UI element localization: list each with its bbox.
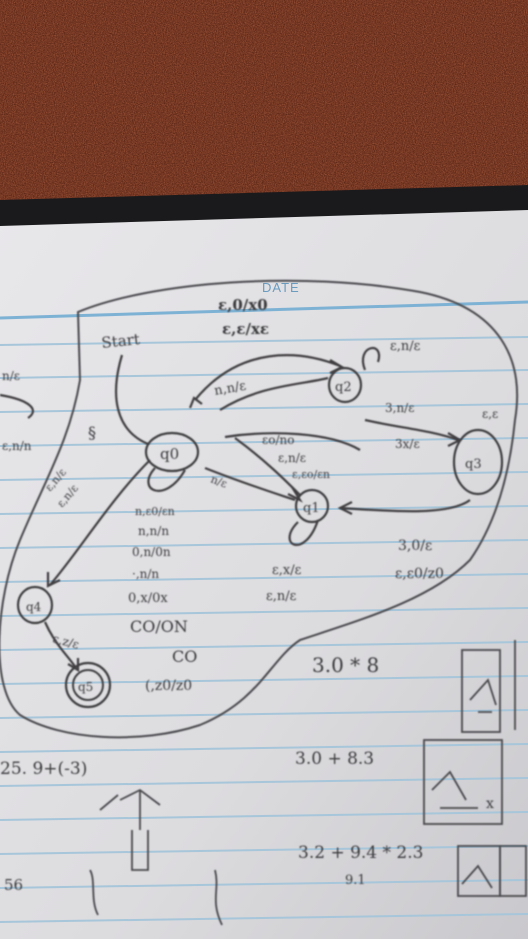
label-top-1: ε,0/x0	[218, 296, 268, 314]
state-q3: q3	[452, 428, 504, 496]
label-q0-q1: n/ε	[209, 473, 229, 491]
state-q0-label: q0	[160, 445, 179, 463]
math-expr-1: 3.0 * 8	[312, 653, 379, 677]
state-q4-label: q4	[26, 600, 42, 614]
label-mid-1: εo/no	[262, 433, 294, 447]
label-loop-q2: ε,n/ε	[390, 339, 421, 354]
state-q0: q0	[144, 431, 200, 473]
transition-arrows	[0, 346, 471, 672]
label-top-2: ε,ε/xε	[222, 320, 269, 338]
state-q5-label: q5	[78, 680, 93, 694]
label-q0-loop-4: ·,n/n	[132, 567, 159, 581]
math-expr-5: 25. 9+(-3)	[0, 759, 87, 779]
label-left-margin-1: n/ε	[2, 369, 20, 383]
label-arc-q0-q2: n,n/ε	[213, 379, 247, 399]
label-q0-loop-8: (,z0/z0	[145, 678, 192, 694]
state-q5-final: q5	[64, 661, 112, 709]
carpet-texture	[0, 0, 528, 215]
label-q1-2: ε,n/ε	[266, 589, 297, 604]
label-start: Start	[101, 330, 141, 352]
state-q3-label: q3	[465, 457, 482, 472]
state-q2: q2	[327, 366, 363, 404]
math-expr-4: 9.1	[345, 873, 366, 888]
scratch-boxes	[423, 640, 527, 897]
notebook-paper	[0, 210, 528, 939]
label-q0-loop-1: n,ε0/εn	[135, 505, 175, 518]
state-q4: q4	[16, 585, 54, 625]
label-q4-q5: ε,z/ε	[51, 631, 80, 651]
label-mid-3: ε,εo/εn	[292, 468, 330, 481]
math-expr-3: 3.2 + 9.4 * 2.3	[298, 843, 423, 863]
math-expr-6: 56	[4, 876, 23, 894]
math-expr-2: 3.0 + 8.3	[295, 749, 374, 769]
label-right-1: 3,0/ε	[398, 538, 432, 554]
label-q1-1: ε,x/ε	[272, 563, 302, 578]
label-q0-loop-6: CO/ON	[130, 617, 188, 636]
label-q0-loop-2: n,n/n	[138, 524, 169, 538]
state-q1: q1	[294, 488, 330, 524]
label-q0-loop-3: 0,n/0n	[132, 545, 171, 559]
scratch-math: 3.0 * 8 3.0 + 8.3 3.2 + 9.4 * 2.3 9.1 25…	[0, 653, 494, 894]
scratch-tree	[89, 788, 223, 926]
label-mid-2: ε,n/ε	[278, 451, 306, 465]
label-q0-loop-5: 0,x/0x	[128, 591, 168, 606]
header-date-label: DATE	[262, 280, 300, 295]
label-q3-mark: ε,ε	[482, 407, 498, 421]
label-hash: §	[88, 423, 96, 442]
label-right-2: ε,ε0/z0	[395, 566, 444, 582]
transition-labels: Start ε,0/x0 ε,ε/xε n,n/ε ε,n/ε 3,n/ε 3x…	[2, 296, 498, 694]
math-x-mark: x	[486, 796, 494, 812]
label-q2-q3-b: 3x/ε	[395, 437, 420, 451]
ruled-lines	[0, 300, 528, 923]
label-q0-loop-7: CO	[172, 647, 197, 666]
label-left-margin-2: ε,n/n	[2, 439, 32, 453]
state-q1-label: q1	[303, 501, 320, 516]
label-q2-q3-a: 3,n/ε	[385, 401, 414, 415]
state-q2-label: q2	[335, 380, 352, 395]
automaton-outline	[0, 279, 519, 739]
